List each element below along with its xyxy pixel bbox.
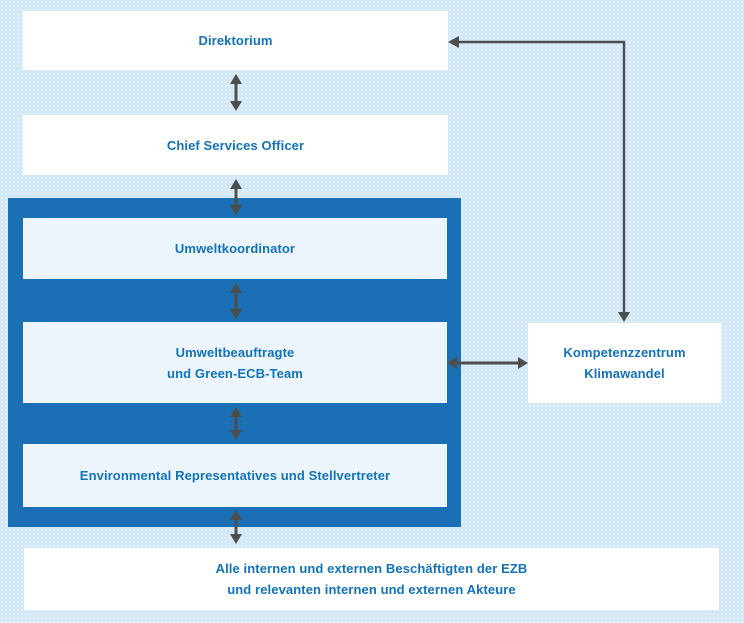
arrowhead-up-v2 (230, 179, 242, 189)
node-environmental-representatives: Environmental Representatives und Stellv… (23, 444, 447, 507)
shaft-elbow (457, 40, 626, 314)
node-chief-services-officer-label: Chief Services Officer (166, 137, 305, 153)
node-kompetenzzentrum-klimawandel: Kompetenzzentrum Klimawandel (528, 323, 721, 403)
node-direktorium: Direktorium (23, 11, 448, 70)
arrowhead-up-v1 (230, 74, 242, 84)
arrowhead-down-elbow (618, 312, 630, 322)
arrowhead-down-v5 (230, 534, 242, 544)
node-umweltbeauftragte-line2: und Green-ECB-Team (167, 365, 303, 381)
node-kompetenzzentrum-line1: Kompetenzzentrum (563, 345, 686, 360)
node-umweltkoordinator-label: Umweltkoordinator (174, 241, 296, 256)
node-direktorium-label: Direktorium (198, 33, 273, 48)
arrowhead-left-elbow (448, 36, 459, 48)
node-alle-beschaeftigten-line1: Alle internen und externen Beschäftigten… (215, 561, 528, 576)
arrowhead-down-v1 (230, 101, 242, 111)
arrowhead-right-h1 (518, 357, 528, 369)
node-umweltbeauftragte-line1: Umweltbeauftragte (175, 344, 295, 360)
node-environmental-representatives-label: Environmental Representatives und Stellv… (79, 468, 391, 483)
node-chief-services-officer: Chief Services Officer (23, 115, 448, 175)
node-kompetenzzentrum-line2: Klimawandel (584, 366, 665, 381)
node-alle-beschaeftigten: Alle internen und externen Beschäftigten… (24, 548, 719, 610)
node-alle-beschaeftigten-line2: und relevanten internen und externen Akt… (227, 582, 516, 597)
node-umweltbeauftragte: Umweltbeauftragte und Green-ECB-Team (23, 322, 447, 403)
node-umweltkoordinator: Umweltkoordinator (23, 218, 447, 279)
